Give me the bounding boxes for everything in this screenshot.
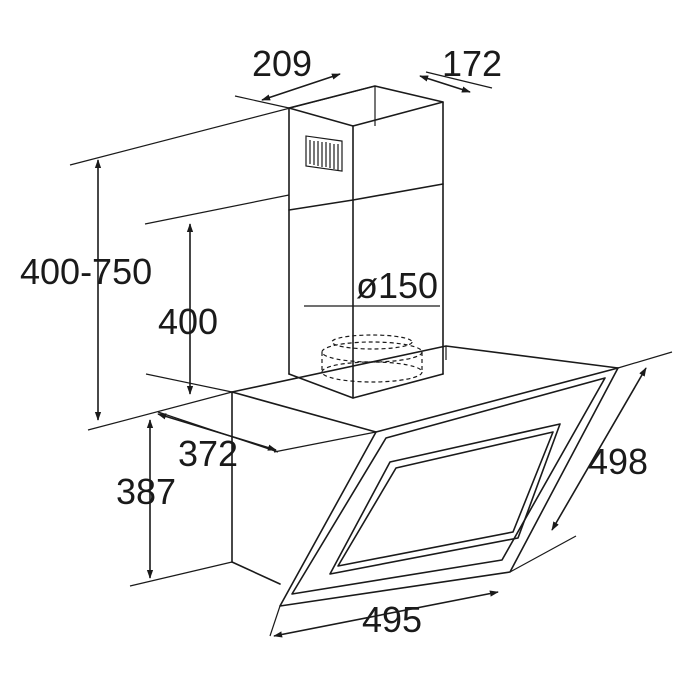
duct-collar [321,334,423,383]
arrow-498 [551,367,647,531]
dimension-arrows [94,73,647,638]
label-total-height-range: 400-750 [20,251,152,292]
label-glass-height: 498 [588,441,648,482]
label-duct-diameter: ø150 [356,265,438,306]
hood-bottom-edge [231,561,281,585]
chimney-bottom [288,373,444,399]
hood-body [231,345,619,607]
arrow-209 [261,73,341,101]
label-hood-width: 495 [362,599,422,640]
label-lower-chimney-height: 400 [158,301,218,342]
arrow-172 [419,75,471,93]
arrow-495 [273,590,499,638]
chimney [288,85,444,399]
glass-panel-window-inner [337,431,554,567]
hood-top-front-edge [231,391,377,433]
lower-chimney-outline [288,183,444,375]
vent-grille-icon [305,135,343,172]
upper-chimney-top [288,85,444,127]
glass-panel-frame [291,377,606,595]
label-chimney-depth: 172 [442,43,502,84]
hood-top-surface [231,345,619,393]
label-hood-depth: 372 [178,433,238,474]
label-hood-height: 387 [116,471,176,512]
dimension-labels: 209 172 400-750 400 ø150 372 387 498 495 [20,43,648,640]
extension-lines [69,71,673,637]
label-chimney-width: 209 [252,43,312,84]
glass-panel-window [329,423,561,575]
arrow-372 [157,413,277,451]
glass-panel-outer [279,367,619,607]
